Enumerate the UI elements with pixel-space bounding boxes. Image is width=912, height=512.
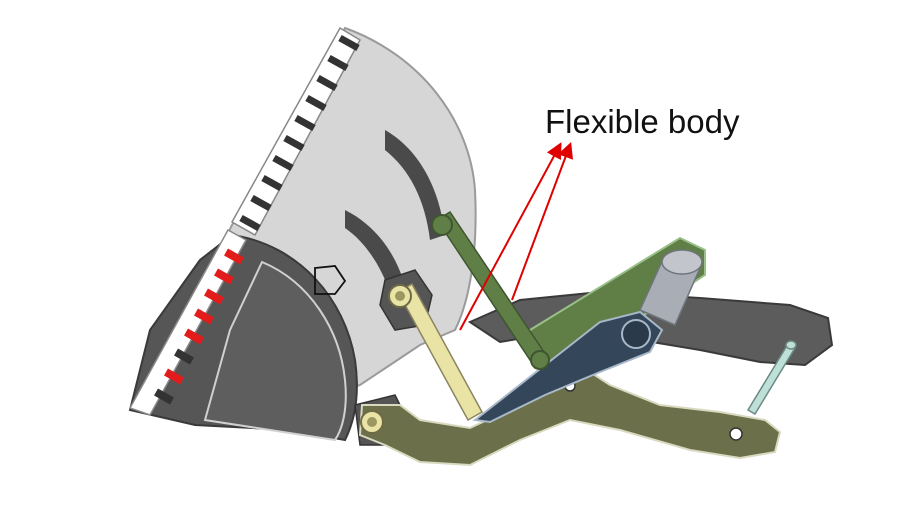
bucket-front-panel xyxy=(203,260,347,442)
blue-bracket xyxy=(472,310,664,424)
annotation-arrow-2 xyxy=(511,142,574,301)
flexible-body-label: Flexible body xyxy=(545,103,740,140)
green-rod-pin-bottom xyxy=(530,350,550,370)
green-rod-pin-top xyxy=(431,214,453,236)
pentagon-marker xyxy=(314,265,347,295)
annotation-arrow-1 xyxy=(459,142,562,331)
bucket-teeth-bottom xyxy=(128,228,248,416)
bucket-teeth-top xyxy=(230,26,361,237)
bucket-rib-upper xyxy=(385,130,445,240)
olive-arm-pin-right xyxy=(729,427,743,441)
bracket-pivot xyxy=(621,319,651,349)
